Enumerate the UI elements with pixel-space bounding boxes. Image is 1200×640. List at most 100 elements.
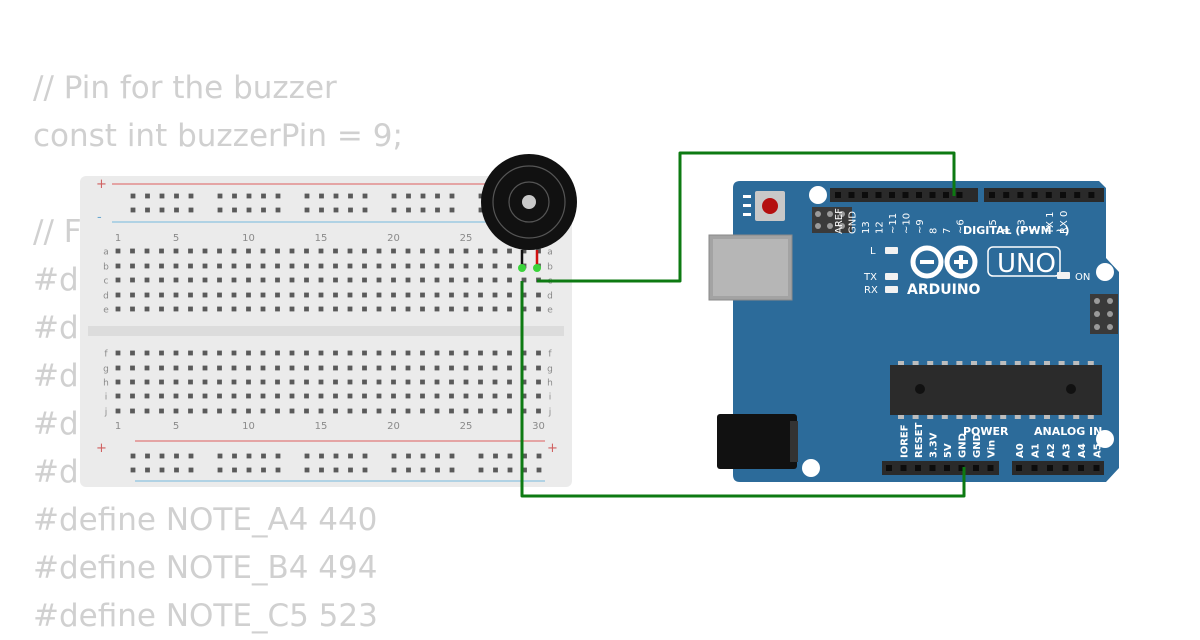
breadboard-hole[interactable] <box>391 306 396 312</box>
rail-hole[interactable] <box>406 453 411 459</box>
breadboard-hole[interactable] <box>289 393 295 399</box>
breadboard-hole[interactable] <box>246 393 251 399</box>
breadboard-hole[interactable] <box>478 277 483 283</box>
breadboard-hole[interactable] <box>420 306 425 312</box>
breadboard-hole[interactable] <box>347 306 353 312</box>
rail-hole[interactable] <box>261 467 266 473</box>
breadboard-hole[interactable] <box>420 263 425 269</box>
breadboard-hole[interactable] <box>173 393 179 399</box>
header-pin[interactable] <box>900 465 907 471</box>
rail-hole[interactable] <box>159 207 165 213</box>
breadboard-hole[interactable] <box>188 263 193 269</box>
breadboard-hole[interactable] <box>420 292 425 298</box>
breadboard-hole[interactable] <box>391 350 396 356</box>
breadboard-hole[interactable] <box>492 350 498 356</box>
breadboard-hole[interactable] <box>449 248 454 254</box>
breadboard-hole[interactable] <box>420 365 425 371</box>
rail-hole[interactable] <box>493 467 498 473</box>
rail-hole[interactable] <box>159 193 165 199</box>
breadboard-hole[interactable] <box>507 248 512 254</box>
breadboard-hole[interactable] <box>159 379 164 385</box>
breadboard-hole[interactable] <box>478 408 483 414</box>
breadboard-hole[interactable] <box>405 263 411 269</box>
ground-wire[interactable] <box>520 281 966 498</box>
breadboard-hole[interactable] <box>188 277 193 283</box>
header-pin[interactable] <box>989 192 995 198</box>
breadboard-hole[interactable] <box>260 379 266 385</box>
breadboard-hole[interactable] <box>333 277 338 283</box>
rail-hole[interactable] <box>435 207 440 213</box>
breadboard-hole[interactable] <box>507 350 512 356</box>
wires[interactable] <box>520 151 966 498</box>
breadboard-hole[interactable] <box>434 277 440 283</box>
breadboard-hole[interactable] <box>304 292 309 298</box>
rail-hole[interactable] <box>522 467 527 473</box>
breadboard-hole[interactable] <box>434 408 440 414</box>
rail-hole[interactable] <box>145 193 150 199</box>
rail-hole[interactable] <box>478 467 484 473</box>
rail-hole[interactable] <box>145 453 150 459</box>
rail-hole[interactable] <box>406 193 411 199</box>
rail-hole[interactable] <box>246 467 252 473</box>
breadboard-hole[interactable] <box>202 277 208 283</box>
rail-hole[interactable] <box>348 207 353 213</box>
rail-hole[interactable] <box>246 453 252 459</box>
breadboard-hole[interactable] <box>159 350 164 356</box>
breadboard-hole[interactable] <box>144 263 150 269</box>
breadboard-hole[interactable] <box>188 248 193 254</box>
breadboard-hole[interactable] <box>507 277 512 283</box>
breadboard-hole[interactable] <box>231 248 237 254</box>
header-pin[interactable] <box>1093 465 1100 471</box>
breadboard-hole[interactable] <box>144 277 150 283</box>
rail-hole[interactable] <box>246 207 252 213</box>
breadboard-hole[interactable] <box>318 408 324 414</box>
breadboard-hole[interactable] <box>434 365 440 371</box>
rail-hole[interactable] <box>420 453 426 459</box>
breadboard-hole[interactable] <box>536 408 541 414</box>
rail-hole[interactable] <box>391 467 397 473</box>
rail-hole[interactable] <box>232 207 237 213</box>
breadboard-hole[interactable] <box>130 292 135 298</box>
header-pin[interactable] <box>1047 465 1053 471</box>
header-pin[interactable] <box>1078 465 1084 471</box>
breadboard-hole[interactable] <box>333 365 338 371</box>
breadboard-hole[interactable] <box>231 306 237 312</box>
header-pin[interactable] <box>889 192 895 198</box>
breadboard-hole[interactable] <box>434 350 440 356</box>
breadboard-hole[interactable] <box>159 306 164 312</box>
breadboard-hole[interactable] <box>318 393 324 399</box>
breadboard-hole[interactable] <box>130 350 135 356</box>
breadboard-hole[interactable] <box>405 292 411 298</box>
breadboard-hole[interactable] <box>115 263 121 269</box>
breadboard-hole[interactable] <box>246 248 251 254</box>
breadboard-hole[interactable] <box>144 379 150 385</box>
breadboard-hole[interactable] <box>521 248 527 254</box>
rail-hole[interactable] <box>333 193 339 199</box>
breadboard-hole[interactable] <box>318 292 324 298</box>
rail-hole[interactable] <box>435 193 440 199</box>
breadboard-hole[interactable] <box>275 393 280 399</box>
breadboard-hole[interactable] <box>275 408 280 414</box>
breadboard-hole[interactable] <box>333 263 338 269</box>
rail-hole[interactable] <box>275 207 281 213</box>
breadboard-hole[interactable] <box>521 350 527 356</box>
breadboard-hole[interactable] <box>420 393 425 399</box>
header-pin[interactable] <box>944 465 950 471</box>
rail-hole[interactable] <box>449 193 455 199</box>
rail-hole[interactable] <box>435 467 440 473</box>
breadboard-hole[interactable] <box>449 306 454 312</box>
breadboard-hole[interactable] <box>159 365 164 371</box>
breadboard-hole[interactable] <box>405 393 411 399</box>
header-pin[interactable] <box>1060 192 1066 198</box>
analog-header[interactable] <box>1012 461 1104 475</box>
rail-hole[interactable] <box>145 207 150 213</box>
header-pin[interactable] <box>835 192 841 198</box>
rail-hole[interactable] <box>217 193 223 199</box>
rail-hole[interactable] <box>232 193 237 199</box>
breadboard-hole[interactable] <box>202 292 208 298</box>
breadboard-hole[interactable] <box>347 263 353 269</box>
breadboard-hole[interactable] <box>231 379 237 385</box>
breadboard-hole[interactable] <box>188 292 193 298</box>
breadboard-hole[interactable] <box>405 248 411 254</box>
breadboard-hole[interactable] <box>202 248 208 254</box>
